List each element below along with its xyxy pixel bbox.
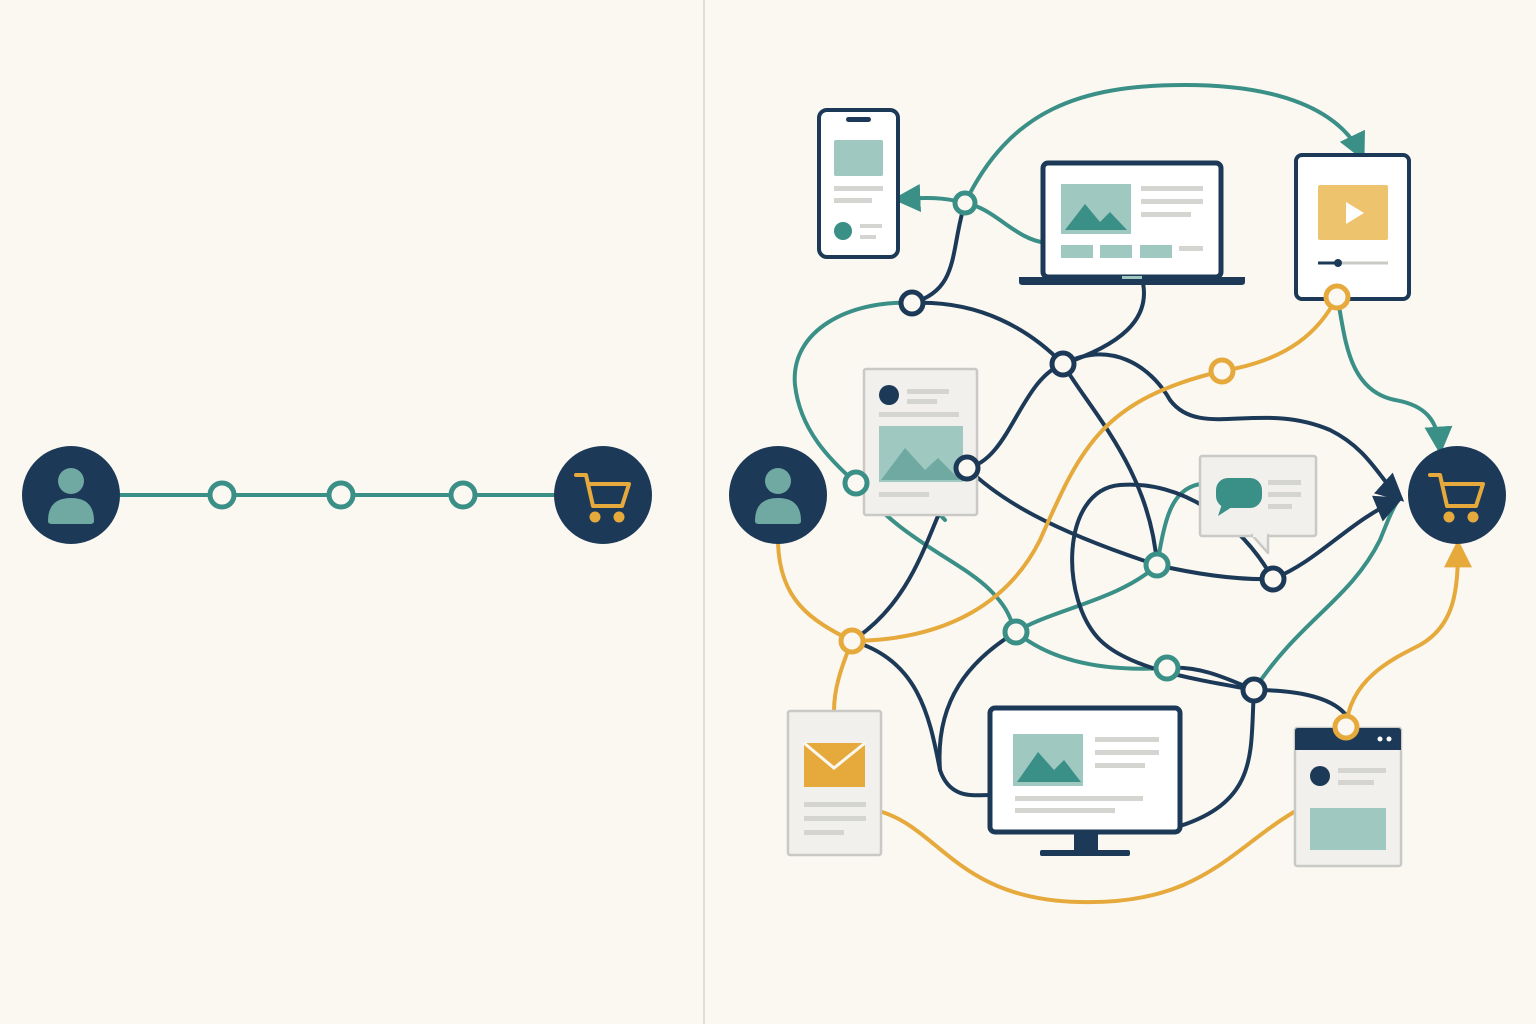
purchase-end-node bbox=[554, 446, 652, 544]
complex-journey bbox=[729, 82, 1506, 905]
browser-window-icon bbox=[1293, 726, 1403, 868]
node-teal bbox=[1143, 551, 1171, 579]
path-amber-bottom-arc bbox=[880, 810, 1296, 905]
path-navy-phone-down bbox=[910, 201, 967, 305]
path-teal-mid-2 bbox=[1155, 482, 1202, 567]
node-amber bbox=[1323, 283, 1351, 311]
path-navy-cart-in bbox=[1271, 495, 1404, 581]
junction-nodes bbox=[838, 190, 1360, 741]
social-post-card bbox=[862, 367, 979, 517]
node-teal bbox=[952, 190, 978, 216]
path-navy-to-bottom bbox=[937, 630, 1018, 772]
node-teal bbox=[1153, 654, 1181, 682]
touchpoint-node bbox=[448, 480, 478, 510]
chat-bubble-icon bbox=[1216, 478, 1262, 516]
touchpoint-node bbox=[207, 480, 237, 510]
envelope-icon bbox=[803, 741, 866, 787]
path-teal-mid-1 bbox=[1014, 563, 1159, 634]
path-teal-top-arc bbox=[963, 82, 1365, 205]
shopping-cart-icon bbox=[574, 473, 631, 523]
path-amber-diagonal bbox=[850, 369, 1224, 643]
path-navy-to-chat bbox=[965, 362, 1065, 470]
path-teal-tablet-to-cart bbox=[1335, 295, 1453, 455]
desktop-monitor-icon bbox=[987, 705, 1183, 856]
smartphone-icon bbox=[817, 108, 900, 259]
node-teal bbox=[1002, 618, 1030, 646]
customer-start-node bbox=[729, 446, 827, 544]
customer-start-node bbox=[22, 446, 120, 544]
user-icon bbox=[48, 468, 94, 524]
node-amber bbox=[1332, 713, 1360, 741]
path-navy-to-center bbox=[1061, 362, 1159, 567]
path-navy-to-desktop bbox=[1178, 688, 1256, 828]
purchase-end-node bbox=[1408, 446, 1506, 544]
path-navy-long-1 bbox=[965, 466, 1275, 582]
image-icon bbox=[881, 448, 960, 480]
node-amber bbox=[838, 627, 866, 655]
path-navy-wave-right bbox=[1061, 352, 1405, 502]
node-amber bbox=[1208, 357, 1236, 385]
path-teal-left-loop bbox=[792, 300, 914, 485]
shopping-cart-icon bbox=[1428, 473, 1485, 523]
node-navy bbox=[1240, 676, 1268, 704]
path-amber-browser-to-cart bbox=[1344, 539, 1472, 729]
laptop-icon bbox=[1019, 160, 1245, 285]
linear-journey bbox=[22, 446, 652, 544]
path-navy-arc-top bbox=[910, 300, 1065, 366]
path-navy-email-desktop bbox=[850, 639, 992, 798]
tablet-video-icon bbox=[1294, 153, 1411, 301]
path-amber-user-email bbox=[776, 541, 854, 643]
path-teal-low bbox=[1014, 630, 1169, 671]
play-icon bbox=[1346, 202, 1364, 224]
node-navy bbox=[898, 289, 926, 317]
node-navy bbox=[1049, 350, 1077, 378]
chat-message-card bbox=[1198, 454, 1318, 555]
node-teal bbox=[842, 469, 870, 497]
node-navy bbox=[953, 454, 981, 482]
user-icon bbox=[755, 468, 801, 524]
touchpoint-node bbox=[326, 480, 356, 510]
node-navy bbox=[1259, 565, 1287, 593]
email-card bbox=[786, 709, 883, 857]
path-teal-down-diagonal bbox=[854, 481, 1018, 634]
